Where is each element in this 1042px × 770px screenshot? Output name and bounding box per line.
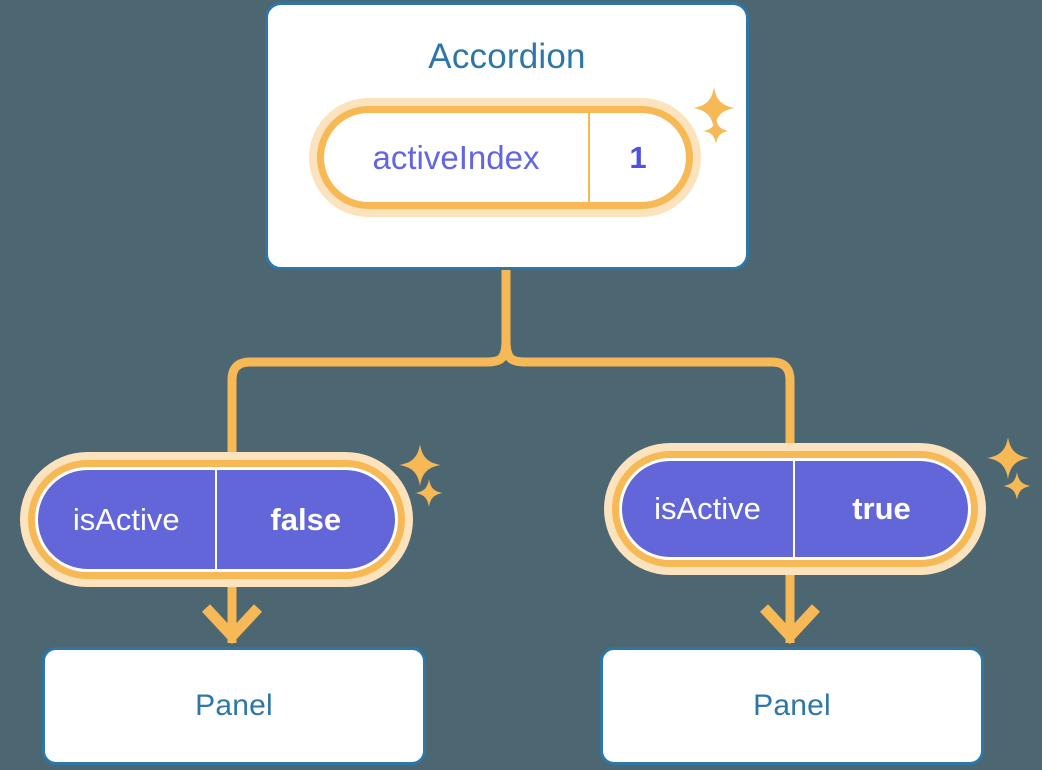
pill-ring: isActive true (612, 451, 978, 567)
state-value-label: false (270, 501, 342, 537)
pill-body: isActive true (619, 458, 971, 560)
state-value-label: true (852, 491, 911, 526)
pill-body: isActive false (35, 467, 398, 572)
arrow-down-icon-right (759, 575, 821, 645)
pill-ring: activeIndex 1 (317, 106, 693, 209)
panel-title: Panel (753, 689, 831, 722)
state-key-label: isActive (38, 470, 217, 569)
sparkle-icon-right-large (986, 436, 1030, 480)
accordion-title: Accordion (428, 37, 586, 76)
branch-line-left (227, 339, 511, 455)
panel-card-right[interactable]: Panel (600, 647, 984, 765)
branch-line-right (501, 339, 795, 448)
arrow-down-icon-left (201, 586, 263, 645)
state-pill-isactive-true[interactable]: isActive true (604, 443, 986, 575)
pill-ring: isActive false (28, 460, 405, 579)
sparkle-small-icon-right (1002, 471, 1032, 501)
panel-card-left[interactable]: Panel (42, 647, 426, 765)
sparkle-icon-left-large (398, 443, 442, 487)
state-key-label: activeIndex (324, 113, 590, 202)
panel-title: Panel (195, 689, 273, 722)
state-value-label: 1 (629, 139, 647, 175)
state-pill-isactive-false[interactable]: isActive false (20, 452, 413, 587)
state-key-label: isActive (622, 461, 795, 557)
pill-body: activeIndex 1 (324, 113, 686, 202)
state-pill-activeindex[interactable]: activeIndex 1 (309, 98, 701, 217)
sparkle-small-icon-left (414, 478, 444, 508)
